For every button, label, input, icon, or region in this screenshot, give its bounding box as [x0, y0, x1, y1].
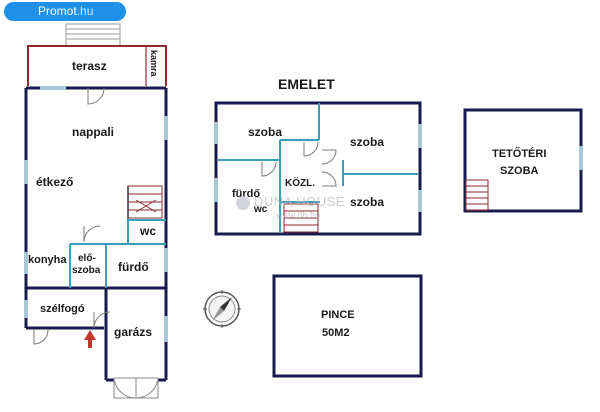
compass-icon [203, 290, 241, 328]
room-label-wc: wc [139, 224, 156, 238]
entrance-arrow [84, 330, 96, 348]
room-label-kamra: kamra [149, 50, 159, 78]
ground-stairs [127, 185, 163, 219]
watermark-url: www.dh.hu [276, 210, 321, 220]
room-label-etkezo: étkező [36, 175, 73, 189]
upper-floor-title: EMELET [278, 76, 335, 92]
attic-stairs [465, 179, 489, 211]
upper-doors [261, 141, 337, 187]
room-label-konyha: konyha [28, 254, 67, 266]
watermark-name: DUNA HOUSE [254, 194, 345, 209]
terrace-steps [65, 23, 121, 47]
upper-room-label-szoba-1: szoba [248, 125, 282, 139]
garage-door [113, 377, 159, 399]
room-label-garazs: garázs [114, 325, 152, 339]
terrace-outline [27, 45, 167, 86]
cellar-plan: PINCE 50M2 [272, 274, 423, 378]
room-label-nappali: nappali [72, 125, 114, 139]
watermark-logo-icon [236, 196, 250, 210]
site-badge-label: Promot.hu [38, 4, 94, 18]
upper-stairs [283, 203, 319, 233]
room-label-furdo: fürdő [118, 260, 149, 274]
room-label-eloszoba-line2: szoba [72, 265, 101, 276]
attic-label-line1: TETŐTÉRI [492, 147, 546, 160]
upper-room-label-szoba-3: szoba [350, 195, 384, 209]
upper-room-label-furdo-wc: wc [253, 204, 268, 215]
room-label-eloszoba-line1: elő- [78, 253, 96, 264]
attic-label-line2: SZOBA [500, 165, 539, 177]
ground-floor-plan: terasz kamra nappali étkező wc konyha el… [24, 23, 168, 399]
upper-room-label-szoba-2: szoba [350, 135, 384, 149]
upper-floor-plan: EMELET [214, 76, 422, 236]
cellar-label-line1: PINCE [321, 309, 355, 321]
attic-plan: TETŐTÉRI SZOBA [463, 108, 583, 213]
site-badge: Promot.hu [4, 2, 126, 21]
ground-windows [24, 86, 168, 342]
room-label-szelfogo: szélfogó [40, 303, 85, 315]
room-label-terasz: terasz [72, 59, 107, 73]
upper-windows [214, 122, 422, 212]
ground-doors [33, 87, 111, 345]
upper-room-label-kozl: KÖZL. [285, 176, 315, 189]
upper-partitions [218, 103, 418, 232]
cellar-label-line2: 50M2 [322, 327, 350, 339]
